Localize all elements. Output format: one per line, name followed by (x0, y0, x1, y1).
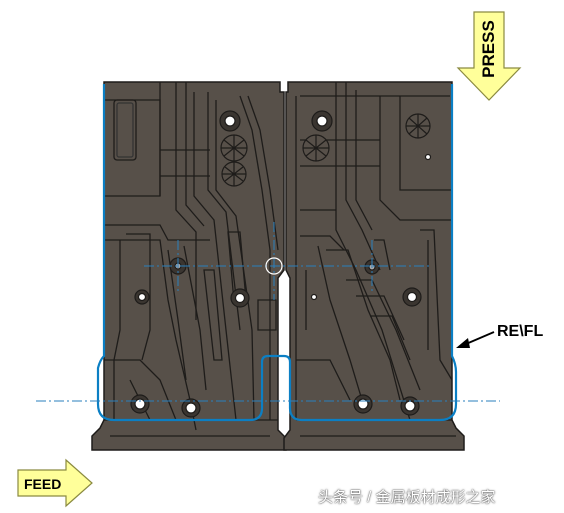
feed-arrow-icon (17, 458, 93, 508)
centerlines (36, 222, 500, 402)
center-mark (265, 257, 283, 275)
left-rib-circles (220, 134, 248, 187)
refl-label: RE\FL (497, 323, 544, 340)
press-arrow-icon (456, 11, 522, 101)
leader-arrow-icon (456, 331, 495, 348)
trim-outline (96, 84, 458, 422)
press-label: PRESS (479, 20, 498, 78)
feed-label: FEED (24, 476, 62, 492)
right-rib-circles (302, 113, 431, 162)
watermark-text: 头条号 / 金属板材成形之家 (318, 489, 496, 506)
